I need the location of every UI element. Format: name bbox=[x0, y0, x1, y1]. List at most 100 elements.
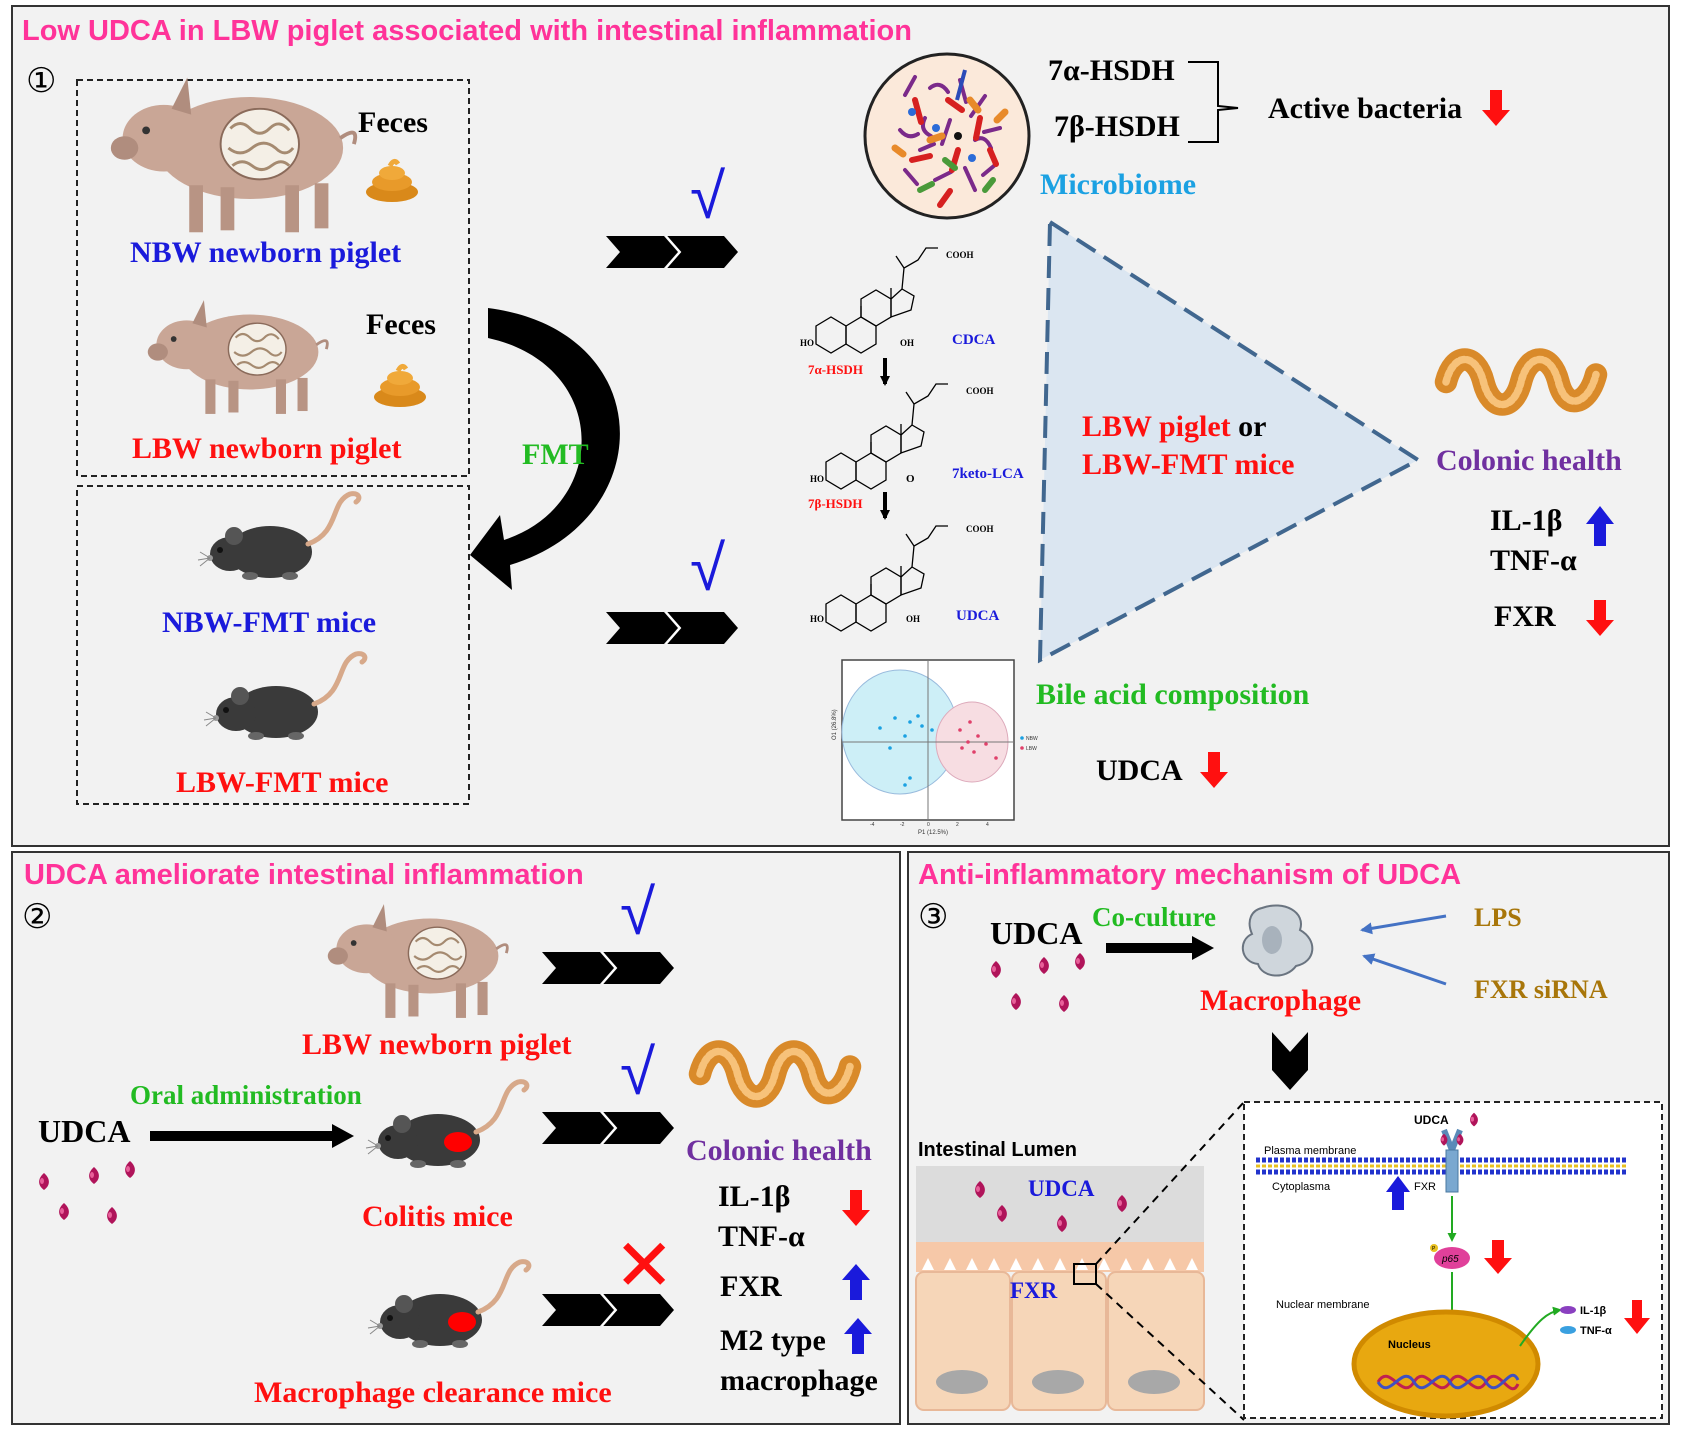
inset-fxr-label: FXR bbox=[1414, 1181, 1436, 1193]
inset-cytokine-down-arrow bbox=[1624, 1300, 1650, 1334]
hsdh-7b-label: 7β-HSDH bbox=[1054, 110, 1180, 143]
plasma-membrane bbox=[1256, 1157, 1626, 1175]
panel2-il1b: IL-1β bbox=[718, 1180, 790, 1213]
check-mark-1: √ bbox=[690, 160, 726, 232]
colitis-mark bbox=[444, 1132, 472, 1152]
tnfa-icon bbox=[1560, 1326, 1576, 1334]
hsdh-brace bbox=[1188, 61, 1239, 143]
chevron-arrow-1 bbox=[605, 235, 739, 269]
plasma-membrane-label: Plasma membrane bbox=[1264, 1145, 1356, 1157]
fmt-arrow bbox=[470, 308, 620, 590]
lumen-udca-label: UDCA bbox=[1028, 1176, 1095, 1201]
active-bacteria-label: Active bacteria bbox=[1268, 92, 1462, 125]
microbiome-label: Microbiome bbox=[1040, 168, 1196, 201]
mice-box bbox=[76, 485, 470, 805]
oral-administration-label: Oral administration bbox=[130, 1080, 362, 1110]
cdca-label: CDCA bbox=[952, 332, 995, 348]
panel1-number: ① bbox=[26, 62, 56, 100]
svg-text:0: 0 bbox=[927, 822, 930, 828]
udca-label-1: UDCA bbox=[1096, 754, 1183, 787]
svg-text:-2: -2 bbox=[900, 822, 905, 828]
panel2-title: UDCA ameliorate intestinal inflammation bbox=[24, 859, 584, 891]
dna-helix bbox=[1376, 1373, 1520, 1391]
enzyme-7b-label: 7β-HSDH bbox=[808, 496, 863, 511]
panel2-fxr: FXR bbox=[720, 1270, 782, 1303]
svg-text:P1 (12.5%): P1 (12.5%) bbox=[918, 830, 948, 836]
tnfa-label-1: TNF-α bbox=[1490, 544, 1577, 577]
udca-down-arrow bbox=[1200, 752, 1228, 788]
panel2-check-2: √ bbox=[620, 1036, 656, 1108]
svg-text:O1 (26.8%): O1 (26.8%) bbox=[832, 709, 838, 740]
panel2-m2-up-arrow bbox=[844, 1318, 872, 1354]
panel2-cytokine-down-arrow bbox=[842, 1190, 870, 1226]
epithelium-fxr-label: FXR bbox=[1010, 1278, 1058, 1303]
panel3-udca-label: UDCA bbox=[990, 915, 1082, 951]
inset-il1b-label: IL-1β bbox=[1580, 1305, 1607, 1317]
svg-text:4: 4 bbox=[986, 822, 989, 828]
nbw-piglet-label: NBW newborn piglet bbox=[130, 236, 401, 269]
clearance-mark bbox=[448, 1312, 476, 1332]
p65-down-arrow bbox=[1484, 1240, 1512, 1274]
fxr-down-arrow-1 bbox=[1586, 600, 1614, 636]
svg-text:COOH: COOH bbox=[946, 250, 974, 260]
panel2-cross: ✕ bbox=[614, 1226, 674, 1306]
inset-fxr-up-arrow bbox=[1386, 1176, 1410, 1210]
lbw-piglet-label: LBW newborn piglet bbox=[132, 432, 402, 465]
p65-label: p65 bbox=[1441, 1254, 1459, 1265]
fmt-label: FMT bbox=[522, 438, 589, 471]
panel2-macrophage: macrophage bbox=[720, 1364, 878, 1397]
pca-plot: O1 (26.8%) P1 (12.5%) -4 -2 0 2 4 NBW LB… bbox=[832, 659, 1038, 836]
fxr-sirna-arrow bbox=[1362, 953, 1447, 986]
zoom-box bbox=[1073, 1263, 1097, 1285]
phospho-mark bbox=[1430, 1244, 1438, 1252]
cdca-structure: COOH HO OH CDCA bbox=[800, 247, 995, 354]
7keto-lca-structure: COOH HO O 7keto-LCA bbox=[810, 383, 1024, 490]
epithelium bbox=[915, 1242, 1205, 1411]
feces-label-2: Feces bbox=[366, 308, 436, 341]
panel3-title: Anti-inflammatory mechanism of UDCA bbox=[918, 859, 1461, 891]
fxr-receptor bbox=[1440, 1128, 1464, 1193]
udca-structure-label: UDCA bbox=[956, 608, 999, 624]
panel2-chevron-1 bbox=[541, 951, 675, 985]
feces-label-1: Feces bbox=[358, 106, 428, 139]
svg-text:O: O bbox=[906, 473, 915, 485]
7keto-lca-label: 7keto-LCA bbox=[952, 466, 1024, 482]
zoom-line-bottom bbox=[1095, 1283, 1245, 1421]
panel2-udca-label: UDCA bbox=[38, 1113, 130, 1149]
svg-text:-4: -4 bbox=[870, 822, 875, 828]
panel2-chevron-2 bbox=[541, 1111, 675, 1145]
p65-protein bbox=[1434, 1247, 1470, 1269]
intestinal-lumen-label: Intestinal Lumen bbox=[918, 1139, 1077, 1161]
il1b-icon bbox=[1560, 1306, 1576, 1314]
lbw-fmt-mice-label: LBW-FMT mice bbox=[176, 766, 388, 799]
panel2-fxr-up-arrow bbox=[842, 1264, 870, 1300]
bile-acid-label: Bile acid composition bbox=[1036, 678, 1310, 711]
macrophage-label: Macrophage bbox=[1200, 984, 1361, 1017]
svg-text:LBW: LBW bbox=[1026, 746, 1037, 752]
nucleus-to-cytokine-arrow bbox=[1519, 1306, 1562, 1347]
macrophage-icon bbox=[1242, 904, 1314, 977]
panel2-tnfa: TNF-α bbox=[718, 1220, 805, 1253]
nbw-fmt-mice-label: NBW-FMT mice bbox=[162, 606, 376, 639]
svg-text:2: 2 bbox=[956, 822, 959, 828]
lps-arrow bbox=[1360, 914, 1447, 935]
panel2-m2-type: M2 type bbox=[720, 1324, 826, 1357]
panel2-colonic-health: Colonic health bbox=[686, 1134, 872, 1167]
fxr-label-1: FXR bbox=[1494, 600, 1556, 633]
inset-udca-label: UDCA bbox=[1414, 1113, 1449, 1127]
chevron-arrow-2 bbox=[605, 611, 739, 645]
panel2-lbw-piglet-label: LBW newborn piglet bbox=[302, 1028, 572, 1061]
check-mark-2: √ bbox=[690, 532, 726, 604]
panel1-title: Low UDCA in LBW piglet associated with i… bbox=[22, 15, 912, 47]
nucleus-label: Nucleus bbox=[1388, 1339, 1431, 1351]
coculture-label: Co-culture bbox=[1092, 902, 1216, 932]
panel2-check-1: √ bbox=[620, 876, 656, 948]
svg-text:HO: HO bbox=[800, 338, 814, 348]
colonic-health-label-1: Colonic health bbox=[1436, 444, 1622, 477]
svg-text:OH: OH bbox=[906, 614, 920, 624]
lps-label: LPS bbox=[1474, 903, 1522, 932]
cytokine-up-arrow-1 bbox=[1586, 506, 1614, 546]
fxr-sirna-label: FXR siRNA bbox=[1474, 975, 1608, 1004]
colitis-mice-label: Colitis mice bbox=[362, 1200, 513, 1233]
